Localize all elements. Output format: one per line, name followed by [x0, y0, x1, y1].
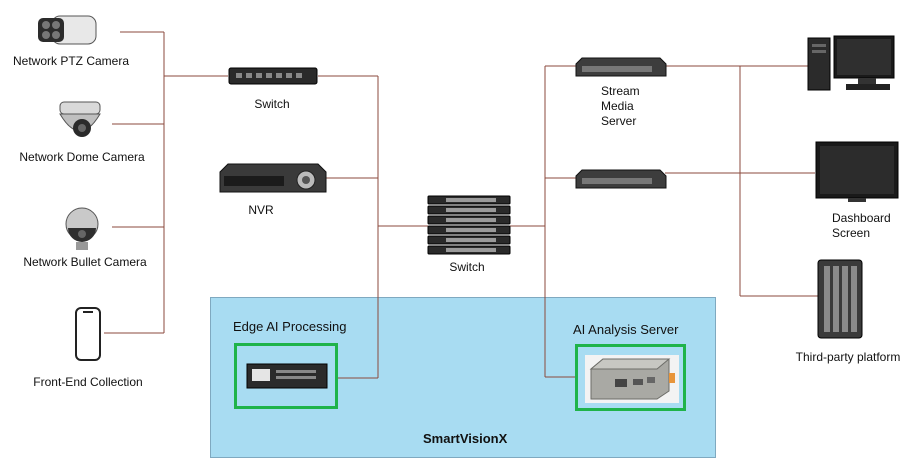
nvr-label: NVR [248, 203, 274, 217]
ai-analysis-server-icon [585, 355, 679, 403]
ptz-camera-label: Network PTZ Camera [12, 54, 130, 68]
bullet-camera-label: Network Bullet Camera [23, 255, 147, 269]
ai-analysis-highlight [575, 344, 686, 411]
stream-server-icon [575, 57, 667, 77]
edge-ai-device-icon [246, 363, 328, 389]
front-end-label: Front-End Collection [33, 375, 143, 389]
zone-title: SmartVisionX [423, 431, 508, 446]
edge-ai-highlight [234, 343, 338, 409]
third-party-label: Third-party platform [795, 350, 901, 364]
ptz-camera-icon [38, 15, 97, 45]
dashboard-label-1: Dashboard [832, 211, 891, 225]
stream-server-label-3: Server [601, 114, 637, 128]
nvr-icon [219, 163, 327, 193]
dashboard-screen-icon [815, 141, 899, 202]
dashboard-label-2: Screen [832, 226, 871, 240]
core-switch-icon [427, 195, 511, 255]
server-icon [575, 169, 667, 189]
bullet-camera-icon [65, 207, 99, 250]
dome-camera-label: Network Dome Camera [19, 150, 145, 164]
switch-icon [228, 67, 318, 85]
dome-camera-icon [59, 101, 101, 137]
ai-analysis-label: AI Analysis Server [573, 322, 679, 337]
workstation-icon [807, 35, 895, 91]
server-rack-icon [817, 259, 863, 339]
stream-server-label-1: Stream [601, 84, 640, 98]
switch-top-label: Switch [254, 97, 290, 111]
stream-server-label-2: Media [601, 99, 634, 113]
phone-icon [75, 307, 101, 361]
edge-ai-label: Edge AI Processing [233, 319, 347, 334]
core-switch-label: Switch [449, 260, 485, 274]
